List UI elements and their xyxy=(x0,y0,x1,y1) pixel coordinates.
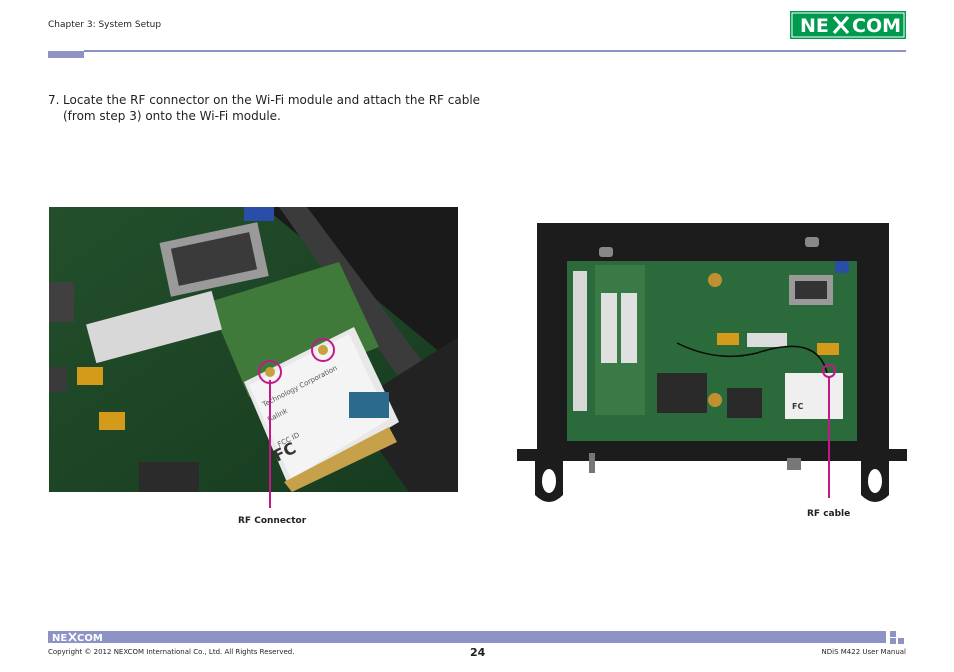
copyright-text: Copyright © 2012 NEXCOM International Co… xyxy=(48,648,295,656)
rf-connector-label: RF Connector xyxy=(238,516,307,526)
svg-text:NE: NE xyxy=(800,15,829,37)
footer-bar xyxy=(48,631,886,643)
footer-square-icon xyxy=(890,638,896,644)
step-text: Locate the RF connector on the Wi-Fi mod… xyxy=(63,93,481,123)
manual-title: NDiS M422 User Manual xyxy=(821,648,906,656)
header-rule xyxy=(84,50,906,52)
rf-connector-leader-line xyxy=(269,380,271,508)
step-number: 7. xyxy=(48,93,60,107)
chapter-title: Chapter 3: System Setup xyxy=(48,20,162,30)
logo-mark-icon: NE COM xyxy=(790,11,906,39)
system-overview-photo: FC xyxy=(517,213,907,510)
footer-logo: NE COM xyxy=(52,631,112,644)
page-number: 24 xyxy=(470,646,486,659)
svg-text:NE: NE xyxy=(52,633,67,643)
footer-square-icon xyxy=(898,638,904,644)
footer-square-icon xyxy=(890,631,896,637)
svg-text:COM: COM xyxy=(852,15,901,37)
nexcom-logo: NE COM xyxy=(790,11,906,39)
wifi-module-closeup-photo: Technology Corporation Ralink FCC ID FC xyxy=(49,207,458,492)
rf-cable-label: RF cable xyxy=(807,509,851,519)
svg-text:FC: FC xyxy=(792,402,803,411)
header-accent-block xyxy=(48,51,84,58)
svg-text:COM: COM xyxy=(77,633,103,643)
footer-logo-icon: NE COM xyxy=(52,632,103,644)
